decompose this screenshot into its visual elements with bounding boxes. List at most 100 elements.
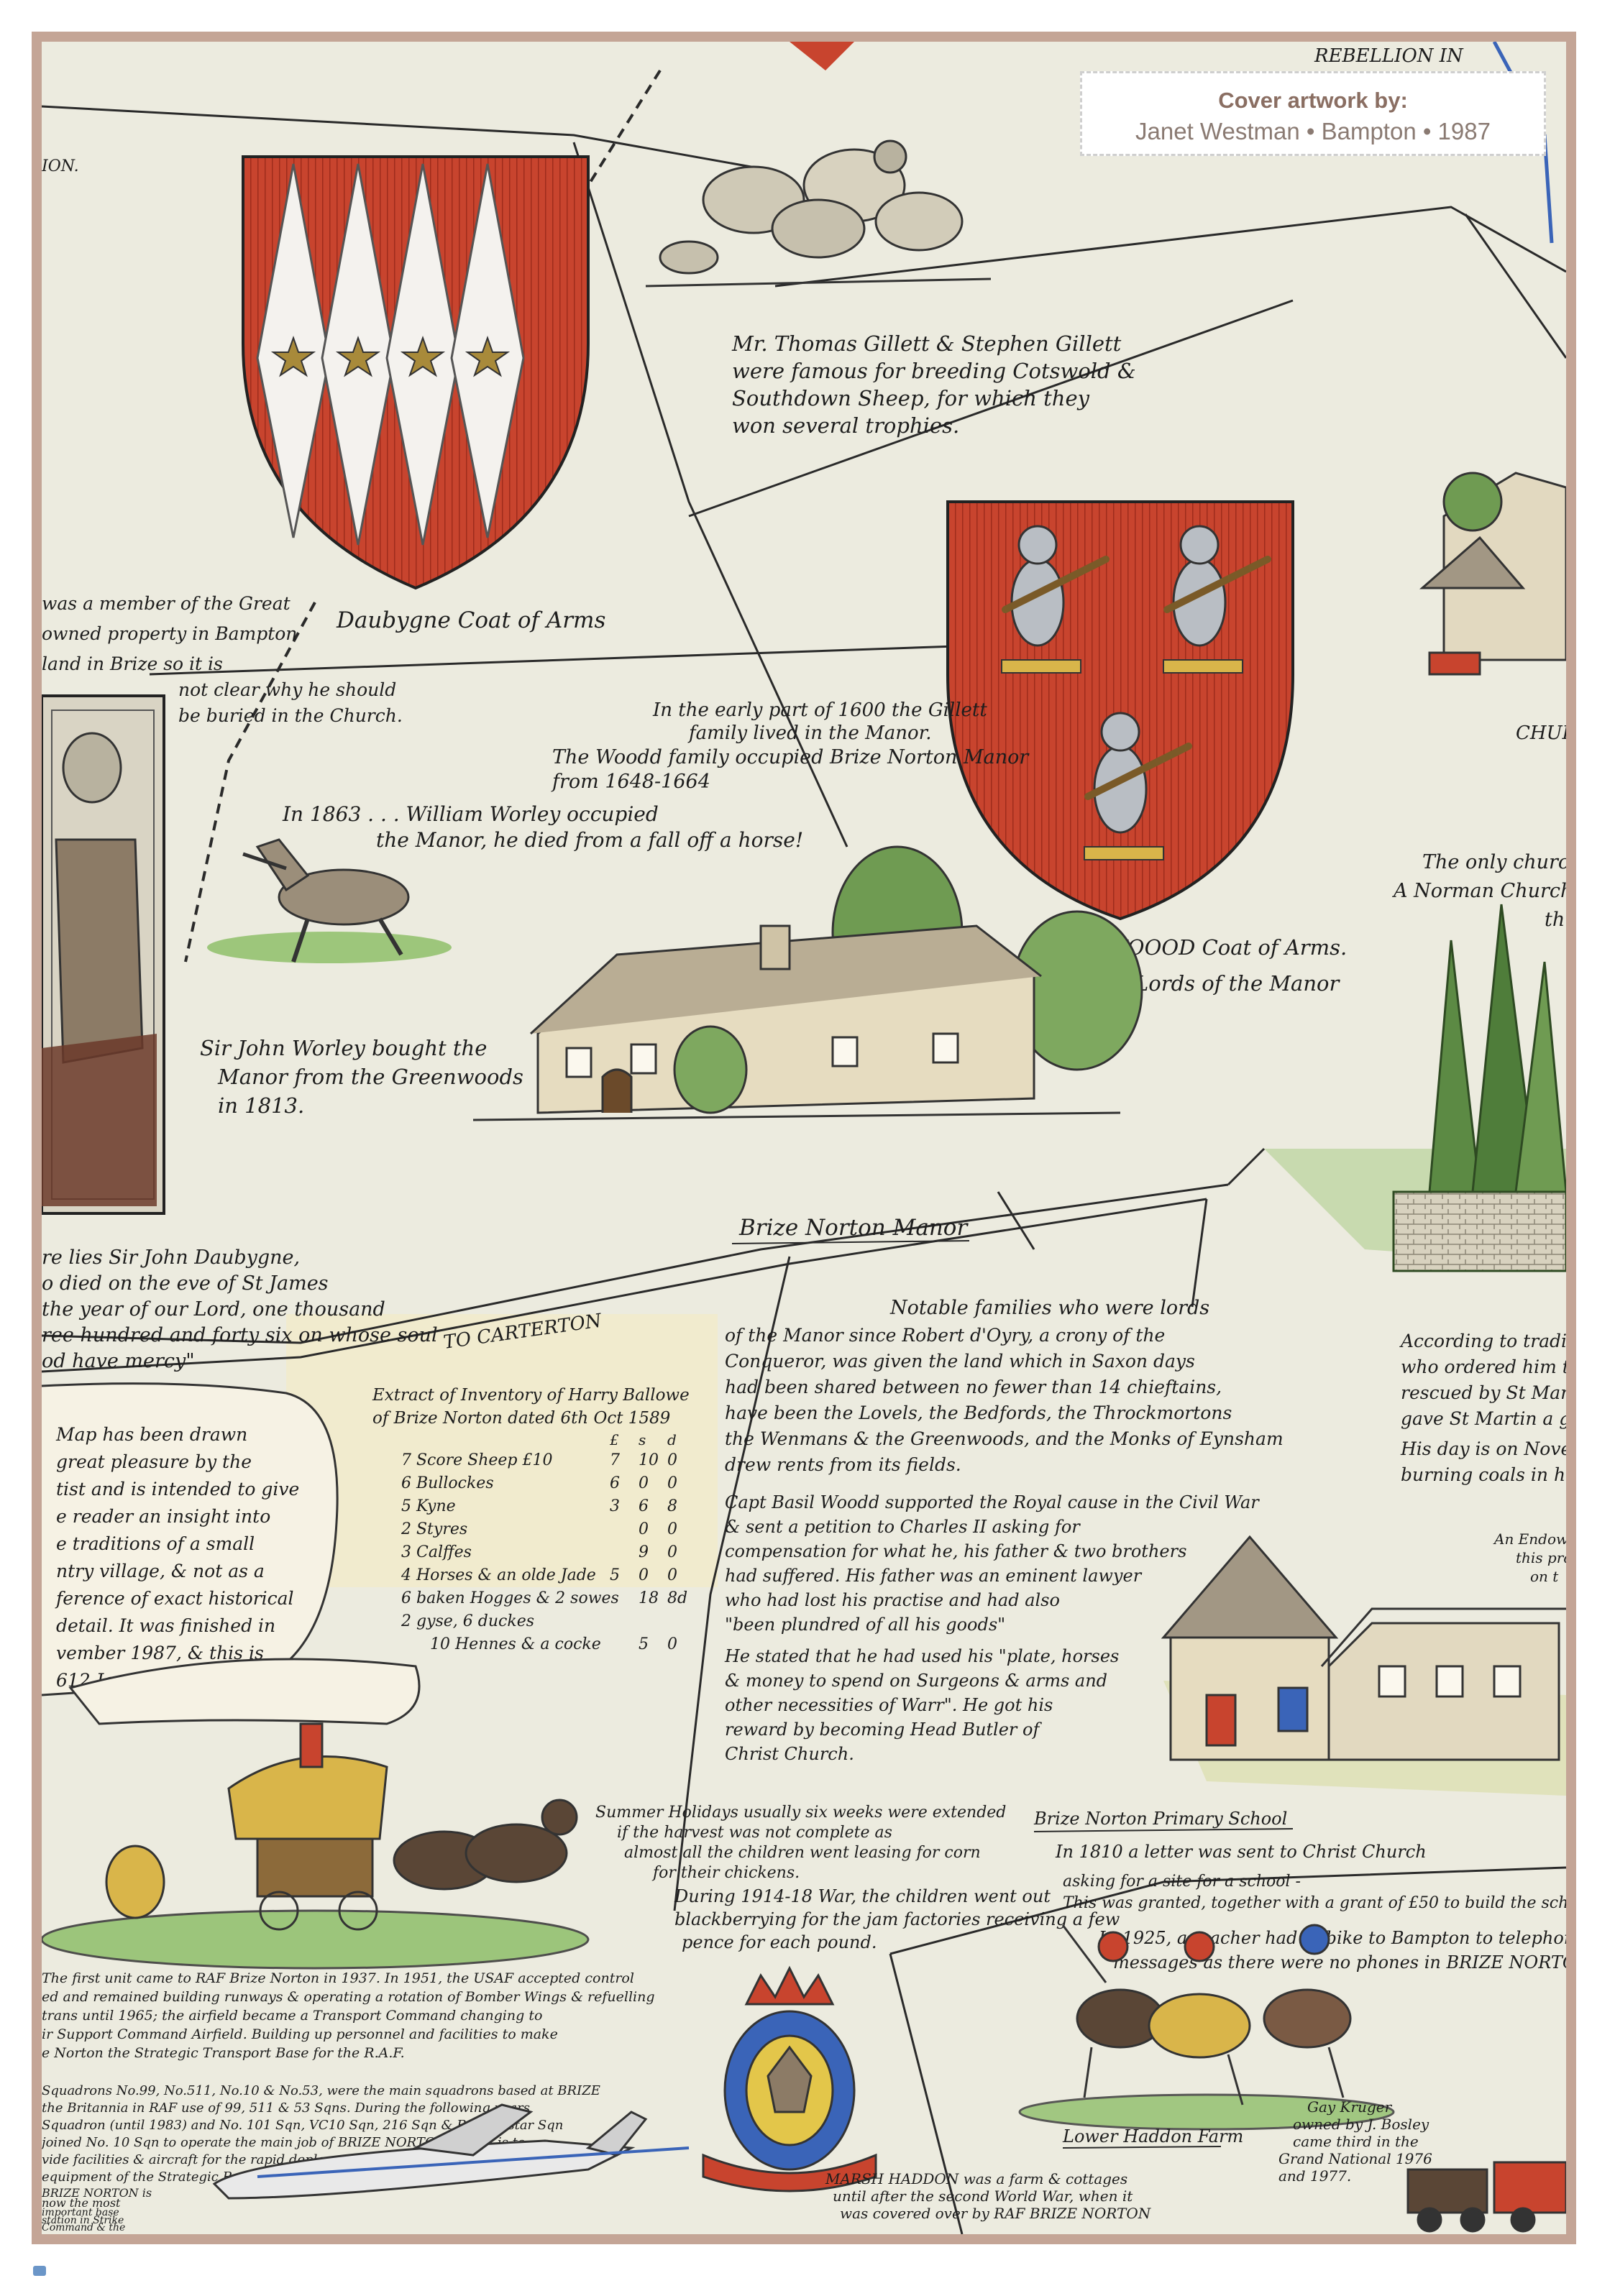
svg-text:ree hundred and forty six on w: ree hundred and forty six on whose soul <box>42 1324 438 1346</box>
svg-text:ed and remained building runwa: ed and remained building runways & opera… <box>42 1989 655 2005</box>
gillett-sheep-note: Mr. Thomas Gillett & Stephen Gillett wer… <box>731 331 1136 438</box>
svg-text:great pleasure by the: great pleasure by the <box>56 1451 252 1472</box>
endowment-note: An Endowm this pro on t <box>1493 1530 1566 1585</box>
svg-text:This was granted, together wit: This was granted, together with a grant … <box>1063 1894 1566 1912</box>
church-label: CHURC <box>1516 722 1566 744</box>
svg-text:Manor from the Greenwoods: Manor from the Greenwoods <box>217 1065 523 1089</box>
sheep-illustration <box>645 139 992 288</box>
worley-1863-note: In 1863 . . . William Worley occupied th… <box>282 802 803 852</box>
svg-text:6: 6 <box>639 1497 649 1515</box>
svg-text:e reader an insight into: e reader an insight into <box>56 1506 270 1527</box>
svg-text:s: s <box>639 1431 646 1448</box>
svg-text:be buried in the Church.: be buried in the Church. <box>178 705 403 726</box>
svg-text:reward by becoming Head Butler: reward by becoming Head Butler of <box>725 1719 1042 1740</box>
svg-text:10: 10 <box>639 1451 659 1469</box>
svg-text:5: 5 <box>639 1635 649 1653</box>
svg-text:Mr. Thomas Gillett & Stephen G: Mr. Thomas Gillett & Stephen Gillett <box>731 331 1122 356</box>
svg-text:& sent a petition to Charles I: & sent a petition to Charles II asking f… <box>725 1517 1081 1537</box>
brize-norton-note: BRIZE NORTON is now the most important b… <box>42 2186 152 2233</box>
svg-text:During 1914-18 War, the childr: During 1914-18 War, the children went ou… <box>674 1886 1051 1906</box>
svg-text:was a member of the Great: was a member of the Great <box>42 593 291 614</box>
svg-text:family lived in the Manor.: family lived in the Manor. <box>687 722 932 744</box>
svg-text:The Woodd family occupied Briz: The Woodd family occupied Brize Norton M… <box>552 746 1030 768</box>
svg-text:land in Brize so it is: land in Brize so it is <box>42 653 223 674</box>
horse-race <box>1018 1924 1395 2131</box>
school-history-note: In 1810 a letter was sent to Christ Chur… <box>1055 1842 1566 1973</box>
svg-text:not clear why he should: not clear why he should <box>178 679 396 700</box>
svg-text:was covered over by RAF BRIZE: was covered over by RAF BRIZE NORTON <box>840 2205 1152 2222</box>
svg-text:10 Hennes & a cocke: 10 Hennes & a cocke <box>430 1635 601 1653</box>
svg-text:ir Support Command Airfield.: ir Support Command Airfield. Building up… <box>42 2026 558 2042</box>
marsh-haddon-note: MARSH HADDON was a farm & cottages until… <box>825 2170 1152 2222</box>
map-drawn-note: Map has been drawn great pleasure by the… <box>42 1382 339 1696</box>
raf-history-note: The first unit came to RAF Brize Norton … <box>42 1970 655 2061</box>
svg-text:blackberrying for the jam fact: blackberrying for the jam factories rece… <box>674 1909 1120 1929</box>
svg-text:0: 0 <box>667 1543 677 1561</box>
lords-of-manor-label: Lords of the Manor <box>1134 971 1340 996</box>
edge-fragment: ION. <box>42 157 79 175</box>
svg-text:3: 3 <box>610 1497 620 1515</box>
svg-text:"been plundred of all his good: "been plundred of all his goods" <box>725 1615 1005 1635</box>
svg-text:In the early part of 1600 the: In the early part of 1600 the Gillett <box>652 699 987 721</box>
svg-text:Conqueror, was given the land: Conqueror, was given the land which in S… <box>725 1351 1195 1372</box>
svg-text:0: 0 <box>639 1566 649 1584</box>
svg-text:ference of exact historical: ference of exact historical <box>55 1588 294 1609</box>
svg-text:the Manor, he died from a fal: the Manor, he died from a fall off a hor… <box>376 828 803 852</box>
svg-text:for their chickens.: for their chickens. <box>651 1864 800 1882</box>
summer-holidays-note: Summer Holidays usually six weeks were e… <box>595 1804 1120 1952</box>
svg-text:7 Score Sheep £10: 7 Score Sheep £10 <box>401 1451 553 1469</box>
svg-text:Extract of Inventory of Harry: Extract of Inventory of Harry Ballowe <box>372 1386 690 1405</box>
svg-text:& money to spend on Surgeons &: & money to spend on Surgeons & arms and <box>725 1671 1107 1691</box>
lower-haddon-underline <box>1062 2146 1222 2149</box>
daubygne-arms-label: Daubygne Coat of Arms <box>336 607 605 633</box>
daubygne-shield <box>242 155 590 590</box>
svg-text:this pro: this pro <box>1516 1549 1566 1566</box>
inventory-row: 6 baken Hogges & 2 sowes 18 8d <box>401 1589 687 1607</box>
manor-house <box>472 845 1143 1121</box>
svg-text:on t: on t <box>1530 1568 1559 1585</box>
svg-text:Gay Kruger: Gay Kruger <box>1307 2098 1393 2116</box>
svg-text:until after the second World W: until after the second World War, when i… <box>833 2187 1133 2205</box>
svg-text:e Norton the Strategic Transpo: e Norton the Strategic Transport Base fo… <box>42 2045 405 2061</box>
svg-text:0: 0 <box>667 1520 677 1538</box>
svg-text:the Wenmans & the Greenwoods,: the Wenmans & the Greenwoods, and the Mo… <box>725 1428 1284 1449</box>
svg-text:burning coals in his: burning coals in his <box>1401 1464 1566 1485</box>
svg-text:His day is on Novem: His day is on Novem <box>1400 1438 1566 1459</box>
daubygne-epitaph: re lies Sir John Daubygne, o died on the… <box>42 1246 438 1372</box>
manor-name-label: Brize Norton Manor <box>738 1215 969 1241</box>
svg-text:In 1925, a teacher had to bike: In 1925, a teacher had to bike to Bampto… <box>1098 1928 1566 1948</box>
svg-text:important base: important base <box>42 2207 119 2218</box>
svg-text:18: 18 <box>639 1589 659 1607</box>
gay-kruger-note: Gay Kruger owned by J. Bosley came third… <box>1278 2098 1432 2185</box>
svg-text:The only church in: The only church in <box>1422 851 1566 873</box>
inventory-wash <box>286 1314 718 1587</box>
worley-1813-note: Sir John Worley bought the Manor from th… <box>200 1036 523 1118</box>
aircraft-illustration <box>212 2103 690 2200</box>
svg-text:who ordered him to: who ordered him to <box>1401 1356 1566 1377</box>
svg-text:won several trophies.: won several trophies. <box>732 413 959 438</box>
svg-text:Southdown Sheep, for which the: Southdown Sheep, for which they <box>732 386 1090 410</box>
harvest-scene <box>42 1658 590 1970</box>
daubygne-member-note: was a member of the Great owned property… <box>42 593 403 726</box>
svg-text:Grand National 1976: Grand National 1976 <box>1278 2150 1432 2167</box>
svg-text:the year of our Lord, one thou: the year of our Lord, one thousand <box>42 1298 385 1321</box>
inventory-row: 6 Bullockes 6 0 0 <box>401 1474 677 1492</box>
svg-text:BRIZE NORTON is: BRIZE NORTON is <box>42 2186 152 2200</box>
svg-text:gave St Martin a good: gave St Martin a good <box>1401 1408 1566 1429</box>
svg-text:tist and is intended to give: tist and is intended to give <box>56 1479 299 1500</box>
svg-text:had suffered. His father was: had suffered. His father was an eminent … <box>725 1566 1143 1586</box>
svg-text:£: £ <box>609 1431 619 1448</box>
svg-text:Squadrons No.99, No.511, No.10: Squadrons No.99, No.511, No.10 & No.53, … <box>42 2083 600 2098</box>
inventory-row: 2 Styres 0 0 <box>401 1520 677 1538</box>
inventory-row: 10 Hennes & a cocke 5 0 <box>430 1635 677 1653</box>
map-frame: REBELLION IN ION. Daubygne Coat of Arms … <box>32 32 1576 2244</box>
svg-text:An Endowm: An Endowm <box>1493 1530 1566 1548</box>
svg-text:d: d <box>667 1431 677 1448</box>
woood-arms-label: WOOOD Coat of Arms. <box>1106 935 1347 960</box>
svg-text:6 baken Hogges & 2 sowes: 6 baken Hogges & 2 sowes <box>401 1589 619 1607</box>
svg-text:o died on the eve of St James: o died on the eve of St James <box>42 1272 329 1295</box>
svg-text:in 1813.: in 1813. <box>218 1093 304 1118</box>
svg-text:if the harvest was not complet: if the harvest was not complete as <box>617 1824 892 1842</box>
svg-text:messages as there were no phon: messages as there were no phones in BRIZ… <box>1113 1952 1566 1973</box>
gillett-manor-note: In the early part of 1600 the Gillett fa… <box>652 699 987 744</box>
